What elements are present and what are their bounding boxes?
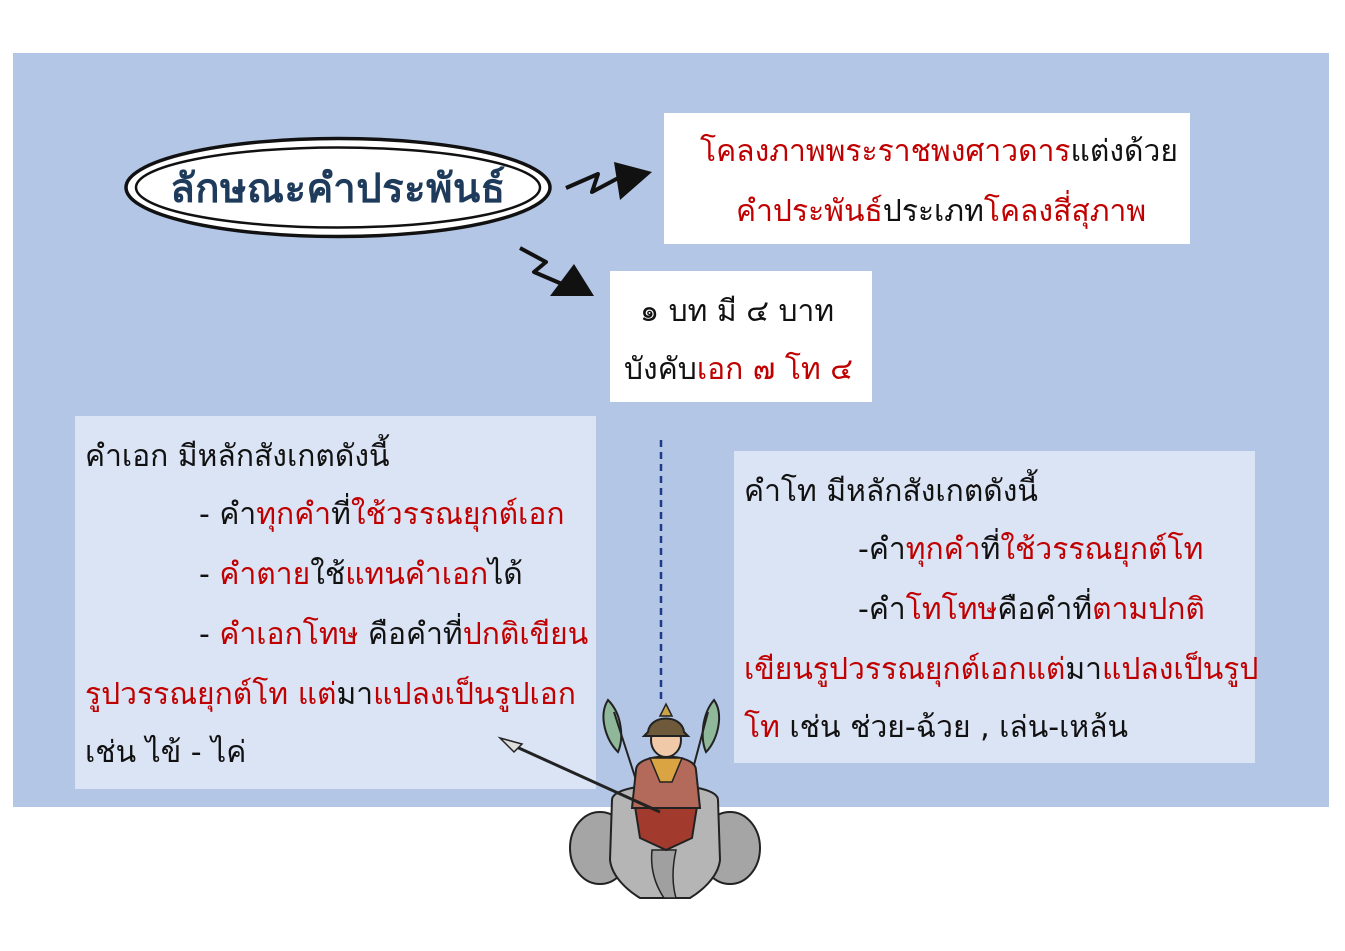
- tho-text: ที่: [980, 532, 1001, 567]
- ek-text: แปลงเป็นรูปเอก: [373, 677, 576, 712]
- tho-heading: คำโท มีหลักสังเกตดังนี้: [744, 474, 1038, 509]
- tho-line-3: เขียนรูปวรรณยุกต์เอกแต่มาแปลงเป็นรูป: [744, 655, 1258, 685]
- rule-line-1: ๑ บท มี ๔ บาท: [640, 294, 835, 329]
- tho-text: โท: [744, 710, 780, 745]
- ek-bullet-1: - คำทุกคำที่ใช้วรรณยุกต์เอก: [199, 500, 565, 530]
- ek-text: คำเอกโทษ: [219, 617, 359, 652]
- rule-line-2: บังคับเอก ๗ โท ๔: [624, 355, 853, 385]
- type-text: โคลงภาพพระราชพงศาวดาร: [700, 134, 1071, 169]
- type-line-1: โคลงภาพพระราชพงศาวดารแต่งด้วย: [700, 137, 1178, 167]
- ek-text: - คำ: [199, 497, 257, 532]
- ek-bullet-2: - คำตายใช้แทนคำเอกได้: [199, 560, 523, 590]
- ek-bullet-3: - คำเอกโทษ คือคำที่ปกติเขียน: [199, 620, 588, 650]
- tho-bullet-2: -คำโทโทษคือคำที่ตามปกติ: [858, 595, 1205, 625]
- saddle-icon: [632, 799, 700, 852]
- ek-text: รูปวรรณยุกต์โท แต่: [85, 677, 337, 712]
- tho-text: ตามปกติ: [1092, 592, 1205, 627]
- tho-text: แปลงเป็นรูป: [1102, 652, 1259, 687]
- ek-text: -: [199, 617, 220, 652]
- ek-text: ใช้วรรณยุกต์เอก: [350, 497, 565, 532]
- oval-frame: [124, 136, 552, 239]
- tho-text: ใช้วรรณยุกต์โท: [1000, 532, 1204, 567]
- type-text: ประเภท: [882, 194, 984, 229]
- ek-line-4: รูปวรรณยุกต์โท แต่มาแปลงเป็นรูปเอก: [85, 680, 576, 710]
- ek-box: คำเอก มีหลักสังเกตดังนี้ - คำทุกคำที่ใช้…: [75, 416, 596, 789]
- tho-text: เช่น ช่วย-ฉ้วย , เล่น-เหล้น: [779, 710, 1129, 745]
- ek-text: ใช้: [310, 557, 346, 592]
- tho-text: โทโทษ: [905, 592, 998, 627]
- tho-text: มา: [1065, 652, 1103, 687]
- tho-bullet-1: -คำทุกคำที่ใช้วรรณยุกต์โท: [858, 535, 1203, 565]
- ek-text: คำตาย: [219, 557, 311, 592]
- rule-text: บังคับ: [624, 352, 697, 387]
- ek-text: ได้: [488, 557, 523, 592]
- rule-text: เอก ๗ โท ๔: [696, 352, 854, 387]
- ek-text: คือคำที่: [358, 617, 463, 652]
- tho-text: ทุกคำ: [905, 532, 981, 567]
- type-text: คำประพันธ์: [736, 194, 883, 229]
- type-line-2: คำประพันธ์ประเภทโคลงสี่สุภาพ: [736, 197, 1146, 227]
- tho-text: เขียนรูปวรรณยุกต์เอกแต่: [744, 652, 1066, 687]
- rule-box: ๑ บท มี ๔ บาท บังคับเอก ๗ โท ๔: [610, 271, 872, 402]
- tho-text: คือคำที่: [997, 592, 1093, 627]
- type-text: แต่งด้วย: [1070, 134, 1178, 169]
- tho-text: -คำ: [858, 592, 906, 627]
- type-text: โคลงสี่สุภาพ: [983, 194, 1147, 229]
- type-box: โคลงภาพพระราชพงศาวดารแต่งด้วย คำประพันธ์…: [664, 113, 1190, 244]
- tho-text: -คำ: [858, 532, 906, 567]
- ek-example: เช่น ไข้ - ไค่: [85, 735, 247, 770]
- ek-text: ปกติเขียน: [462, 617, 589, 652]
- ek-heading: คำเอก มีหลักสังเกตดังนี้: [85, 439, 390, 474]
- title-oval: ลักษณะคำประพันธ์: [122, 135, 554, 240]
- ek-text: แทนคำเอก: [345, 557, 489, 592]
- tho-box: คำโท มีหลักสังเกตดังนี้ -คำทุกคำที่ใช้วร…: [734, 451, 1258, 763]
- ek-text: ทุกคำ: [256, 497, 332, 532]
- page-title: ลักษณะคำประพันธ์: [170, 165, 506, 212]
- tho-line-4: โท เช่น ช่วย-ฉ้วย , เล่น-เหล้น: [744, 713, 1128, 743]
- ek-text: ที่: [331, 497, 351, 532]
- ek-text: มา: [336, 677, 374, 712]
- ek-text: -: [199, 557, 220, 592]
